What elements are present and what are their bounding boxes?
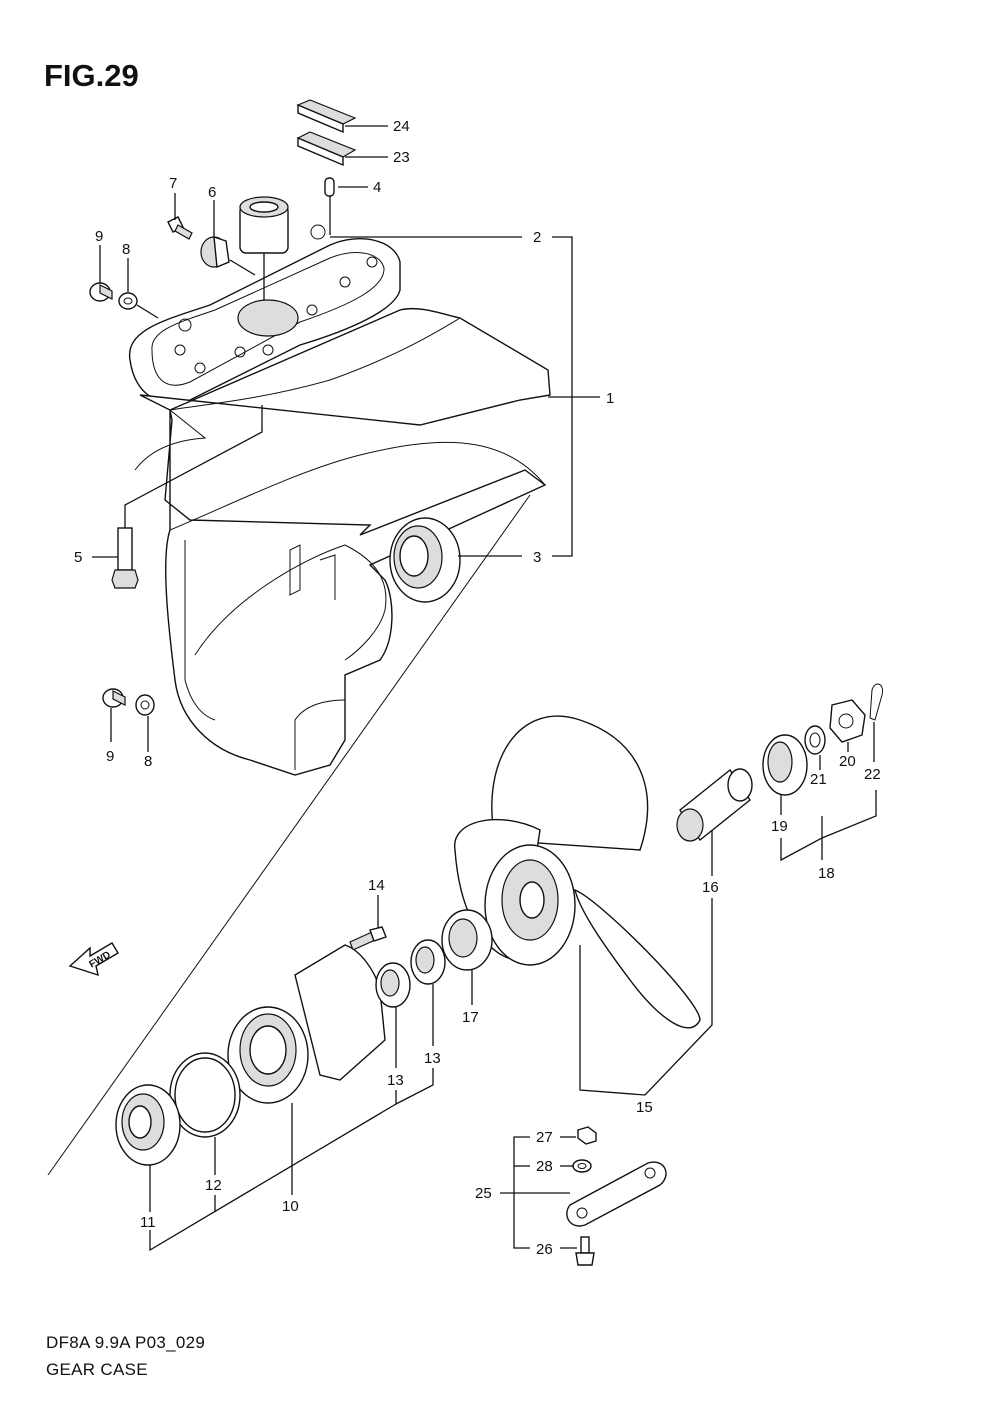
- leader-lines: [92, 125, 877, 1252]
- guide-line: [47, 494, 531, 1176]
- part-4-pin: [324, 177, 335, 197]
- callout-22: 22: [864, 766, 881, 783]
- part-20-nut: [829, 699, 866, 743]
- callout-14: 14: [368, 877, 385, 894]
- part-16-spacer: [676, 768, 753, 842]
- callout-6: 6: [208, 184, 216, 201]
- part-22-cotter-pin: [869, 683, 884, 721]
- part-24-strip: [296, 99, 357, 134]
- callout-27: 27: [536, 1129, 553, 1146]
- part-9-plug-upper: [89, 282, 113, 302]
- fwd-arrow-icon: FWD: [68, 942, 119, 977]
- part-6-collar: [200, 235, 230, 269]
- figure-title: FIG.29: [44, 58, 139, 93]
- part-11-bearing: [115, 1084, 181, 1166]
- part-19-washer: [762, 734, 808, 796]
- part-7-bolt: [167, 216, 193, 240]
- callout-10: 10: [282, 1198, 299, 1215]
- part-8-washer-lower: [135, 694, 155, 716]
- part-21-washer: [804, 725, 826, 755]
- part-13-seal-b: [410, 939, 446, 985]
- callout-9-lower: 9: [106, 748, 114, 765]
- callout-9-upper: 9: [95, 228, 103, 245]
- callout-2: 2: [533, 229, 541, 246]
- callout-20: 20: [839, 753, 856, 770]
- callout-16: 16: [702, 879, 719, 896]
- callout-13-left: 13: [387, 1072, 404, 1089]
- callout-23: 23: [393, 149, 410, 166]
- part-27-nut: [577, 1126, 597, 1145]
- callout-26: 26: [536, 1241, 553, 1258]
- part-12-o-ring: [169, 1052, 241, 1138]
- part-14-bolt: [349, 926, 387, 951]
- callout-11: 11: [140, 1214, 156, 1231]
- callout-12: 12: [205, 1177, 222, 1194]
- part-5-bolt: [111, 527, 139, 589]
- figure-caption: GEAR CASE: [46, 1360, 148, 1379]
- part-17-thrust-washer: [441, 909, 493, 971]
- part-13-seal-a: [375, 962, 411, 1008]
- propeller: [454, 715, 701, 1029]
- callout-13-right: 13: [424, 1050, 441, 1067]
- callout-25: 25: [475, 1185, 492, 1202]
- part-3-bearing: [389, 517, 461, 603]
- callout-17: 17: [462, 1009, 479, 1026]
- part-25-anode: [566, 1161, 667, 1227]
- callout-24: 24: [393, 118, 410, 135]
- part-26-screw: [575, 1236, 595, 1266]
- callout-4: 4: [373, 179, 381, 196]
- needle-bearing: [239, 196, 289, 254]
- model-code: DF8A 9.9A P03_029: [46, 1333, 206, 1352]
- callout-15: 15: [636, 1099, 653, 1116]
- callout-labels: 24 23 4 7 6 2 9 8 1 5 3 9 8 22 21 20 19 …: [74, 118, 881, 1258]
- callout-3: 3: [533, 549, 541, 566]
- callout-8-lower: 8: [144, 753, 152, 770]
- callout-28: 28: [536, 1158, 553, 1175]
- part-8-washer-upper: [118, 292, 138, 310]
- callout-19: 19: [771, 818, 788, 835]
- callout-21: 21: [810, 771, 827, 788]
- part-9-plug-lower: [102, 688, 126, 708]
- fwd-label: FWD: [87, 950, 112, 971]
- part-10-housing: [227, 944, 386, 1104]
- callout-8-upper: 8: [122, 241, 130, 258]
- callout-7: 7: [169, 175, 177, 192]
- gear-case-body: [134, 308, 551, 776]
- callout-18: 18: [818, 865, 835, 882]
- part-28-washer: [572, 1159, 592, 1173]
- part-23-strip: [296, 131, 357, 167]
- callout-5: 5: [74, 549, 82, 566]
- callout-1: 1: [606, 390, 614, 407]
